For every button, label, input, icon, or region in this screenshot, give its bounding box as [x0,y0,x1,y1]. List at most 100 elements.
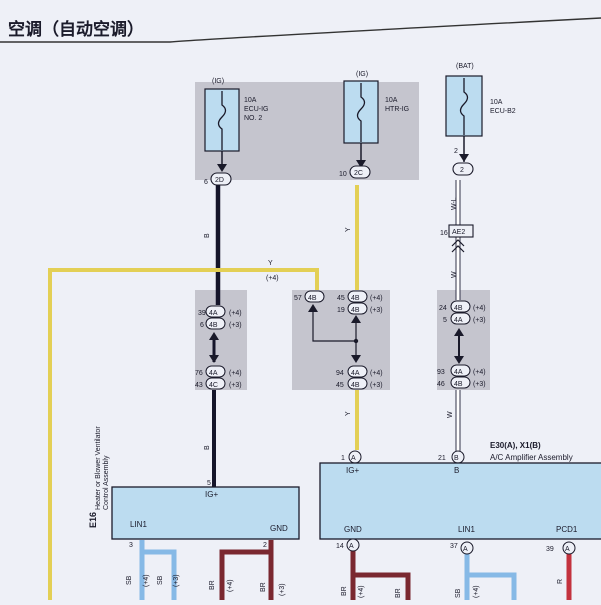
svg-text:4B: 4B [454,381,463,388]
connector-2c: 10 2C [339,165,371,179]
svg-text:(+4): (+4) [266,275,279,282]
page-title: 空调（自动空调） [8,19,144,40]
svg-text:4B: 4B [351,382,360,389]
svg-text:16: 16 [440,230,448,237]
svg-text:4A: 4A [351,370,360,377]
svg-text:5: 5 [443,317,447,324]
svg-text:46: 46 [437,381,445,388]
wire-br-e16 [219,540,274,600]
svg-text:(+3): (+3) [229,322,242,329]
svg-text:(+4): (+4) [143,574,150,587]
svg-text:BR: BR [260,582,267,592]
svg-text:57: 57 [294,295,302,302]
svg-text:39: 39 [198,310,206,317]
svg-text:2: 2 [454,148,458,155]
svg-text:B: B [454,455,459,462]
svg-text:(+4): (+4) [473,369,486,376]
svg-text:10: 10 [339,171,347,178]
svg-text:LIN1: LIN1 [458,525,475,534]
svg-text:19: 19 [337,307,345,314]
svg-text:B: B [454,466,459,475]
fuse-rating: 10A [385,97,398,104]
svg-text:45: 45 [336,382,344,389]
fuse-name: ECU-IG [244,106,269,113]
svg-text:14: 14 [336,543,344,550]
svg-text:GND: GND [344,525,362,534]
svg-text:4B: 4B [351,295,360,302]
fuse-rating: 10A [244,97,257,104]
junction-col1: 39 4A (+4) 6 4B (+3) 76 4A (+4) 43 4C (+… [195,305,242,390]
fuse-rating: 10A [490,99,503,106]
svg-text:B: B [204,233,211,238]
fuse-name: ECU-B2 [490,108,516,115]
wire-yellow-y [48,185,359,600]
svg-text:4A: 4A [454,317,463,324]
svg-text:5: 5 [207,480,211,487]
svg-text:39: 39 [546,546,554,553]
svg-text:94: 94 [336,370,344,377]
connector-2d: 6 2D [204,172,232,186]
svg-text:BR: BR [395,588,402,598]
svg-text:6: 6 [200,322,204,329]
fuse-htr-ig: (IG) 10A HTR-IG [343,71,409,168]
svg-text:(+3): (+3) [473,381,486,388]
svg-text:(+4): (+4) [227,579,234,592]
svg-text:W: W [447,411,454,418]
svg-text:45: 45 [337,295,345,302]
svg-text:AE2: AE2 [452,229,465,236]
fuse-ecu-b2: (BAT) 10A ECU-B2 [445,63,516,162]
svg-text:W: W [451,271,458,278]
svg-text:4A: 4A [209,370,218,377]
svg-text:(+3): (+3) [279,583,286,596]
svg-text:43: 43 [195,382,203,389]
svg-text:4C: 4C [209,382,218,389]
fuse-source: (IG) [212,78,224,85]
svg-text:PCD1: PCD1 [556,525,578,534]
svg-text:(+3): (+3) [229,382,242,389]
junction-col2: 57 4B 45 4B (+4) 19 4B (+3) 94 4A (+4) 4… [294,290,383,390]
junction-col3: 24 4B (+4) 5 4A (+3) 93 4A (+4) 46 4B (+… [437,300,486,389]
svg-text:(+3): (+3) [173,574,180,587]
svg-text:6: 6 [204,179,208,186]
svg-text:(+4): (+4) [473,585,480,598]
svg-text:(+4): (+4) [370,370,383,377]
svg-text:4A: 4A [209,310,218,317]
svg-text:(+4): (+4) [229,370,242,377]
svg-text:A: A [351,455,356,462]
wire-br-amp [350,550,411,600]
splice-branch [312,306,356,342]
wire-sb-amp [464,550,517,600]
fuse-source: (BAT) [456,63,474,70]
svg-text:(+3): (+3) [370,307,383,314]
svg-text:SB: SB [455,588,462,598]
svg-text:B: B [204,445,211,450]
svg-text:(+4): (+4) [229,310,242,317]
connector-ae2: 16 AE2 [440,224,474,253]
svg-text:4B: 4B [308,295,317,302]
svg-text:A: A [349,543,354,550]
svg-text:93: 93 [437,369,445,376]
svg-text:(+3): (+3) [370,382,383,389]
conn-1-label: 2 [460,167,464,174]
svg-text:(+4): (+4) [370,295,383,302]
amp-name: A/C Amplifier Assembly [490,453,573,462]
svg-text:4A: 4A [454,369,463,376]
svg-text:2D: 2D [215,177,224,184]
svg-text:SB: SB [157,575,164,585]
e16-ig-label: IG+ [205,490,218,499]
e16-name: Heater or Blower Ventilator [95,426,102,510]
svg-text:3: 3 [129,542,133,549]
wire-labels: B Y Y (+4) W-L W B Y W SB SB (+4) (+3) B… [126,197,564,598]
svg-text:W-L: W-L [451,197,458,210]
svg-text:24: 24 [439,305,447,312]
svg-text:(+4): (+4) [358,585,365,598]
svg-text:Y: Y [345,411,352,416]
fuse-ecu-ig-no2: (IG) 10A ECU-IG NO. 2 [204,78,269,172]
svg-text:R: R [557,579,564,584]
e16-lin-label: LIN1 [130,520,147,529]
svg-text:2: 2 [263,542,267,549]
svg-text:BR: BR [209,580,216,590]
wire-sb-e16 [139,540,177,600]
svg-text:A: A [565,546,570,553]
svg-text:(+4): (+4) [473,305,486,312]
